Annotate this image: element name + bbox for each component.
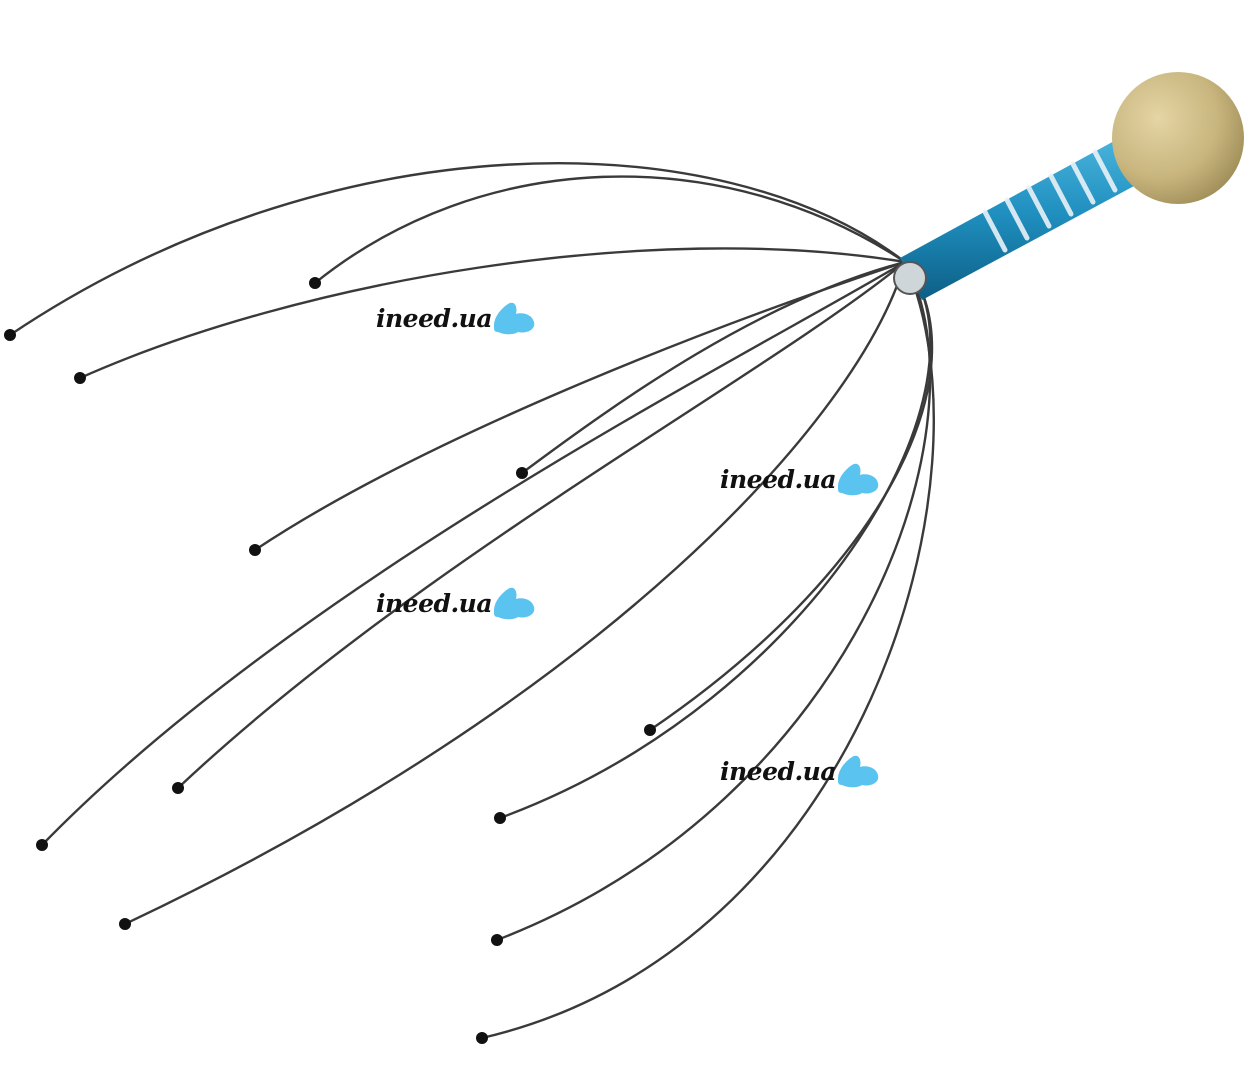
watermark-blob-icon	[838, 755, 879, 788]
wire	[40, 260, 907, 847]
wire	[495, 260, 932, 942]
watermark-text: ineed.ua	[720, 756, 837, 786]
watermark-logo: ineed.ua	[720, 459, 882, 499]
wire	[313, 175, 907, 285]
wire-tip-bead	[476, 1032, 488, 1044]
massager-handle	[893, 72, 1244, 300]
wire	[123, 260, 907, 926]
handle-shaft	[900, 128, 1160, 300]
wire-hub	[893, 261, 927, 295]
watermark-text: ineed.ua	[720, 464, 837, 494]
wire	[480, 260, 935, 1040]
wire	[176, 260, 907, 790]
wire-tip-bead	[491, 934, 503, 946]
wire-tip-bead	[36, 839, 48, 851]
wire-tip-bead	[172, 782, 184, 794]
wire	[8, 162, 907, 337]
wire	[78, 247, 907, 380]
wire-tip-bead	[494, 812, 506, 824]
massager-wires	[8, 162, 935, 1040]
wire-tip-bead	[644, 724, 656, 736]
wire	[253, 260, 907, 552]
wire	[498, 260, 932, 820]
wooden-knob	[1112, 72, 1244, 204]
wire-tip-bead	[4, 329, 16, 341]
wire-tip-bead	[309, 277, 321, 289]
watermark-blob-icon	[494, 302, 535, 335]
wire-tips	[4, 277, 656, 1044]
watermark-logo: ineed.ua	[720, 751, 882, 791]
wire-tip-bead	[119, 918, 131, 930]
wire-tip-bead	[516, 467, 528, 479]
watermark-blob-icon	[494, 587, 535, 620]
watermark-blob-icon	[838, 463, 879, 496]
watermark-text: ineed.ua	[376, 303, 493, 333]
watermark-text: ineed.ua	[376, 588, 493, 618]
wire-tip-bead	[74, 372, 86, 384]
wire-tip-bead	[249, 544, 261, 556]
watermark-logo: ineed.ua	[376, 583, 538, 623]
watermark-logo: ineed.ua	[376, 298, 538, 338]
